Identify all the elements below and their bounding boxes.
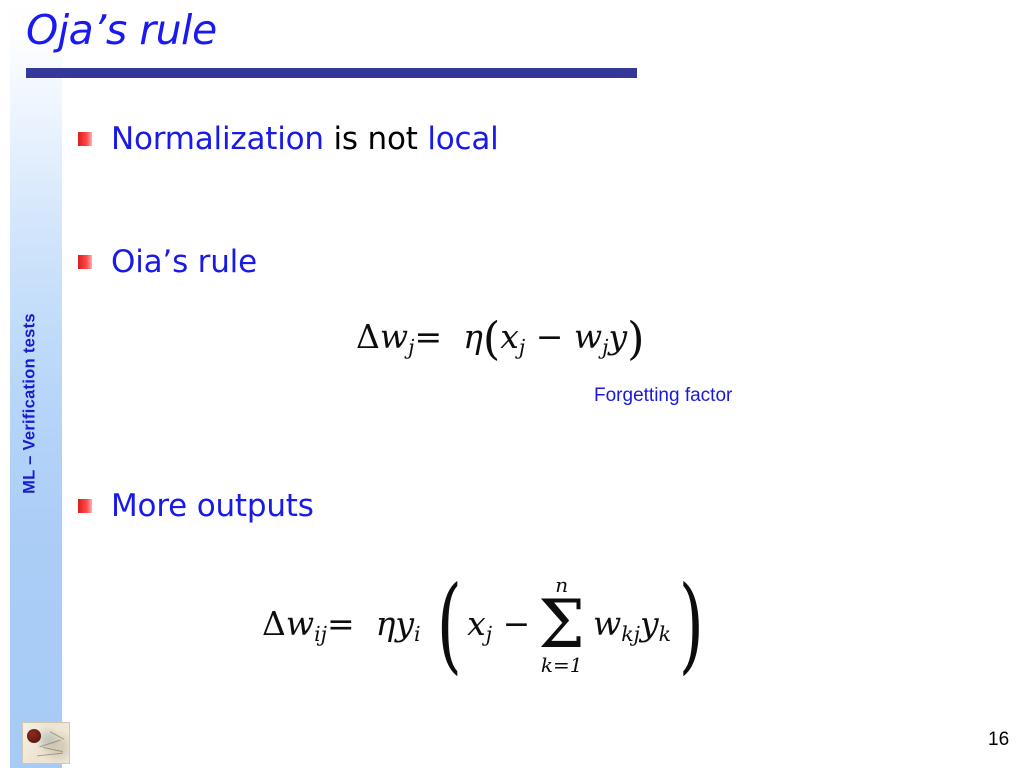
sigma-icon: Σ	[538, 585, 585, 663]
delta-symbol: Δ	[262, 603, 286, 643]
sidebar-label-text: ML – Verification tests	[20, 313, 39, 494]
subscript-j: j	[602, 334, 609, 359]
bullet-square-icon	[78, 499, 92, 513]
minus-sign: −	[502, 603, 531, 643]
subscript-kj: kj	[621, 622, 640, 647]
paren-open: (	[482, 313, 501, 365]
subscript-k: k	[658, 622, 671, 647]
subscript-i: i	[414, 622, 421, 647]
subscript-j: j	[518, 334, 526, 359]
x-variable: x	[467, 603, 486, 643]
sum-expression-w-y-term: wkjyk	[591, 604, 673, 646]
bullet-item-label: Normalization is not local	[111, 121, 499, 157]
formula-oja-single-output: Δwj= η(xj − wjy)	[356, 313, 645, 365]
bullet-item-label: Oia’s rule	[111, 244, 257, 280]
summation-operator: n Σ k=1	[538, 575, 585, 676]
sketch-thumbnail-image	[22, 722, 70, 764]
formula-oja-multi-output: Δwij= ηyi ( xj − n Σ k=1 wkjyk )	[262, 560, 712, 690]
thumbnail-red-blob	[27, 729, 41, 743]
eta-symbol: η	[375, 603, 396, 643]
bullet-item-label: More outputs	[111, 488, 314, 524]
bullet-square-icon	[78, 132, 92, 146]
sum-expression-x-term: xj −	[465, 604, 532, 646]
paren-close-large: )	[678, 563, 704, 686]
page-number: 16	[988, 729, 1010, 750]
eta-symbol: η	[463, 316, 483, 356]
slide-title: Oja’s rule	[26, 6, 217, 54]
w-variable: w	[592, 603, 622, 643]
w-variable: w	[285, 603, 315, 643]
paren-open-large: (	[436, 563, 462, 686]
forgetting-factor-annotation: Forgetting factor	[594, 385, 733, 406]
equals-sign: =	[414, 316, 443, 356]
subscript-j: j	[485, 622, 493, 647]
bullet-item-normalization: Normalization is not local	[78, 121, 499, 157]
delta-symbol: Δ	[356, 316, 380, 356]
minus-sign: −	[535, 316, 564, 356]
bullet-square-icon	[78, 255, 92, 269]
bullet-segment-emphasis: Normalization	[111, 121, 324, 157]
y-variable: y	[395, 603, 415, 643]
bullet-segment-emphasis: local	[427, 121, 499, 157]
sum-lower-limit: k=1	[540, 653, 583, 678]
subscript-ij: ij	[314, 622, 327, 647]
paren-close: )	[627, 313, 645, 365]
y-variable: y	[639, 603, 659, 643]
formula-left-hand-side: Δwij= ηyi	[262, 604, 421, 646]
sidebar-vertical-label: ML – Verification tests	[10, 0, 62, 768]
equals-sign: =	[326, 603, 355, 643]
w-variable: w	[573, 316, 603, 356]
x-variable: x	[500, 316, 519, 356]
y-variable: y	[608, 316, 628, 356]
bullet-segment-plain: is not	[323, 121, 428, 157]
title-underline-rule	[26, 68, 637, 78]
sidebar: ML – Verification tests	[10, 0, 70, 768]
bullet-item-more-outputs: More outputs	[78, 488, 314, 524]
bullet-item-oja-rule: Oia’s rule	[78, 244, 257, 280]
sum-upper-limit: n	[555, 572, 569, 597]
subscript-j: j	[408, 334, 415, 359]
w-variable: w	[379, 316, 409, 356]
